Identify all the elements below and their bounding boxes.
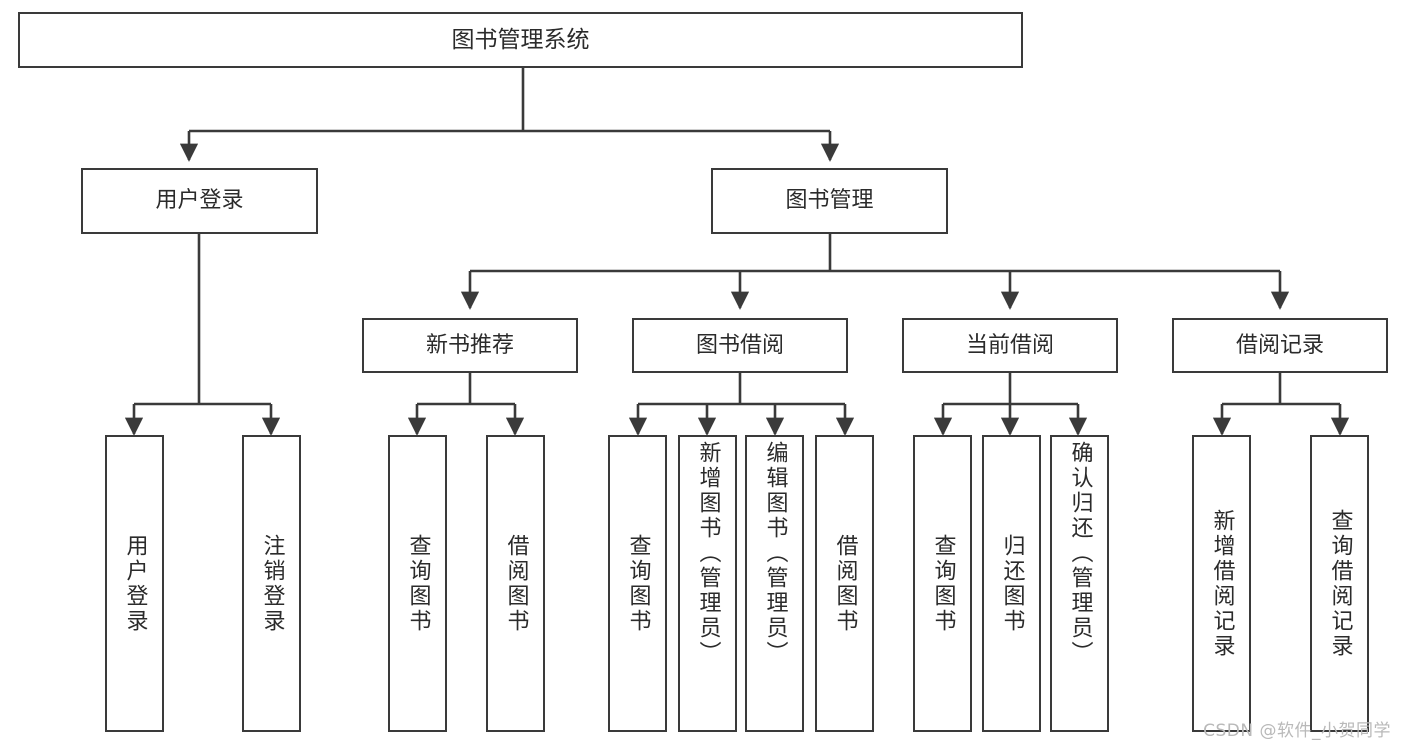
- leaf-borrow-record-add[interactable]: 新增借阅记录: [1192, 435, 1251, 732]
- node-label: 当前借阅: [965, 332, 1054, 358]
- node-label: 图书管理系统: [451, 26, 590, 53]
- node-user-login[interactable]: 用户登录: [81, 168, 318, 234]
- node-new-book-recommend[interactable]: 新书推荐: [362, 318, 578, 373]
- leaf-book-borrow-edit[interactable]: 编辑图书（管理员）: [745, 435, 804, 732]
- node-label: 新增图书（管理员）: [695, 441, 721, 666]
- node-label: 借阅记录: [1235, 332, 1324, 358]
- node-label: 图书借阅: [695, 332, 784, 358]
- leaf-book-borrow-add[interactable]: 新增图书（管理员）: [678, 435, 737, 732]
- node-label: 查询借阅记录: [1327, 508, 1353, 659]
- node-borrow-record[interactable]: 借阅记录: [1172, 318, 1388, 373]
- node-label: 查询图书: [930, 533, 956, 634]
- node-label: 确认归还（管理员）: [1067, 441, 1093, 666]
- node-current-borrow[interactable]: 当前借阅: [902, 318, 1118, 373]
- node-label: 借阅图书: [503, 533, 529, 634]
- leaf-user-login-logout[interactable]: 注销登录: [242, 435, 301, 732]
- node-book-borrow[interactable]: 图书借阅: [632, 318, 848, 373]
- leaf-current-borrow-confirm-return[interactable]: 确认归还（管理员）: [1050, 435, 1109, 732]
- node-label: 新书推荐: [425, 332, 514, 358]
- node-label: 图书管理: [785, 188, 874, 214]
- node-label: 归还图书: [999, 533, 1025, 634]
- leaf-book-borrow-query[interactable]: 查询图书: [608, 435, 667, 732]
- node-label: 用户登录: [155, 188, 244, 214]
- node-label: 编辑图书（管理员）: [762, 441, 788, 666]
- leaf-new-book-query[interactable]: 查询图书: [388, 435, 447, 732]
- node-label: 查询图书: [625, 533, 651, 634]
- node-root-book-management-system[interactable]: 图书管理系统: [18, 12, 1023, 68]
- leaf-borrow-record-query[interactable]: 查询借阅记录: [1310, 435, 1369, 732]
- leaf-book-borrow-borrow[interactable]: 借阅图书: [815, 435, 874, 732]
- leaf-current-borrow-query[interactable]: 查询图书: [913, 435, 972, 732]
- node-label: 用户登录: [122, 533, 148, 634]
- node-label: 注销登录: [259, 533, 285, 634]
- node-label: 新增借阅记录: [1209, 508, 1235, 659]
- leaf-current-borrow-return[interactable]: 归还图书: [982, 435, 1041, 732]
- leaf-new-book-borrow[interactable]: 借阅图书: [486, 435, 545, 732]
- node-book-management[interactable]: 图书管理: [711, 168, 948, 234]
- leaf-user-login-login[interactable]: 用户登录: [105, 435, 164, 732]
- node-label: 借阅图书: [832, 533, 858, 634]
- node-label: 查询图书: [405, 533, 431, 634]
